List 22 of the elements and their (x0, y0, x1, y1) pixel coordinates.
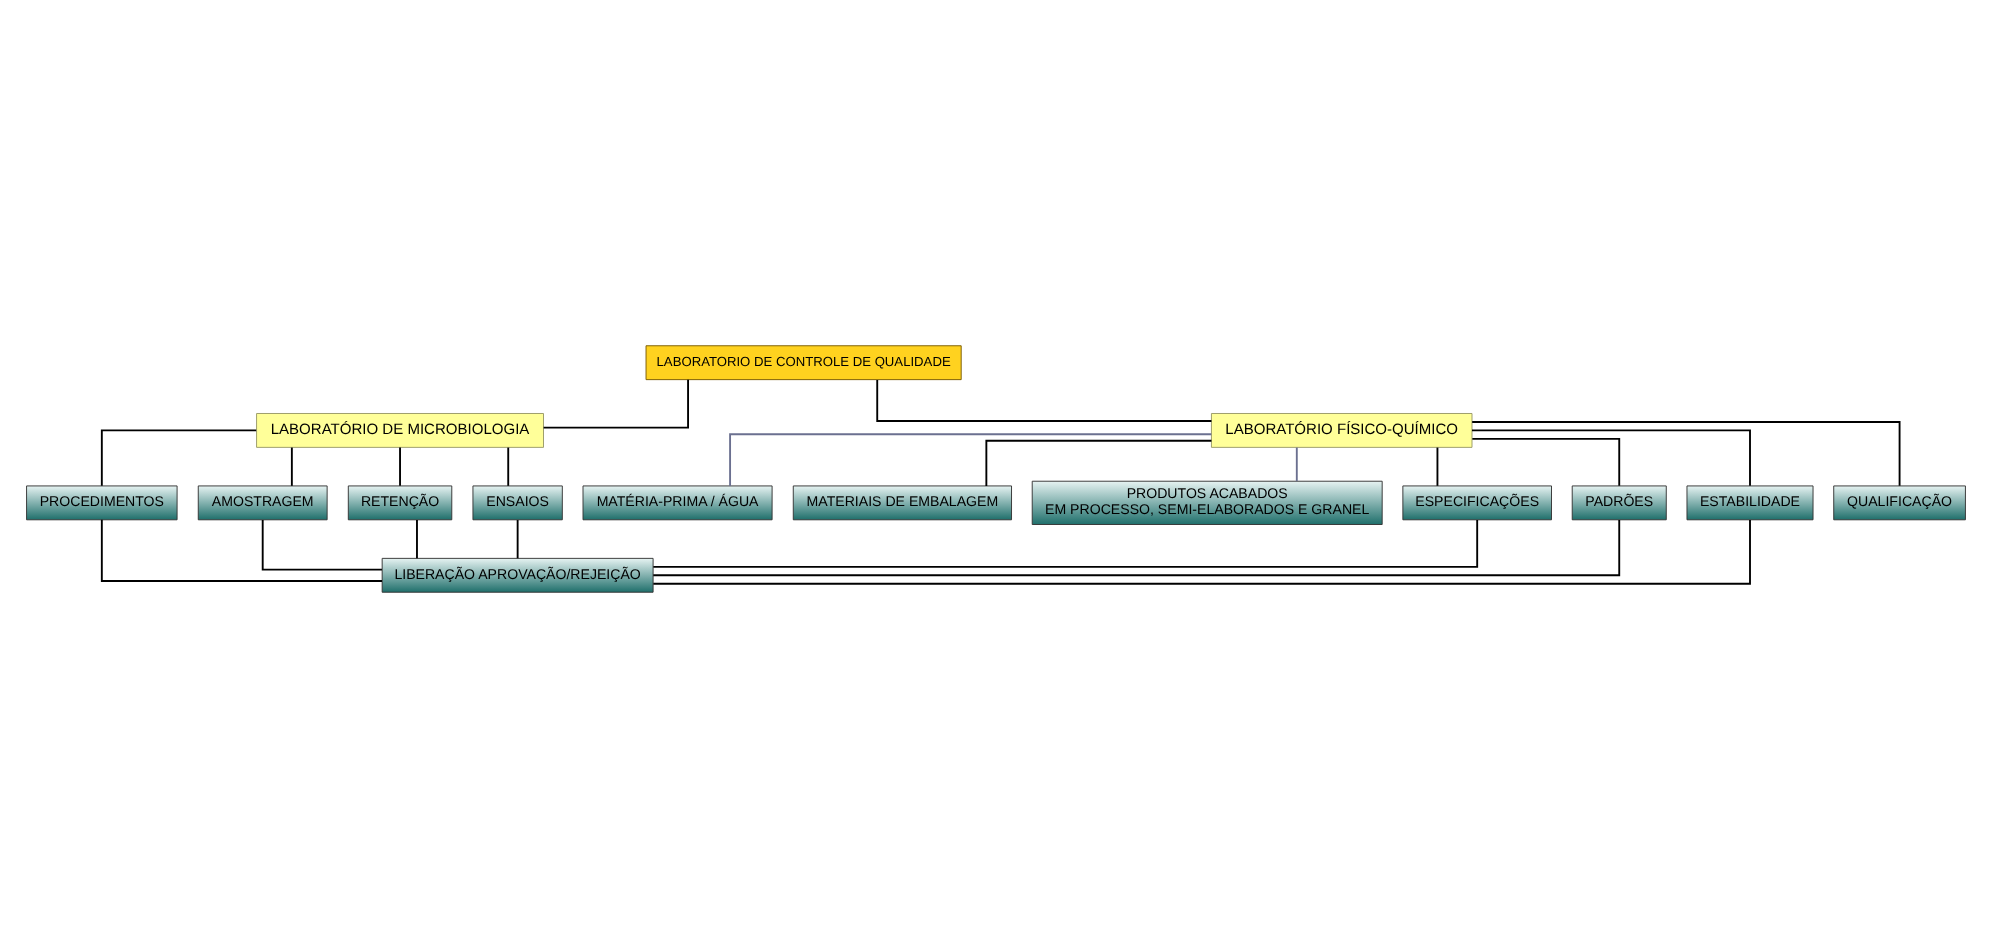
connector (261, 518, 383, 570)
connector (1471, 428, 1751, 486)
connector (729, 432, 1213, 486)
connector (100, 517, 383, 581)
connector (1471, 436, 1621, 486)
connector (1436, 445, 1439, 486)
node-box: LABORATÓRIO DE MICROBIOLOGIA (256, 412, 544, 447)
connector (100, 428, 258, 486)
connector (1295, 445, 1298, 482)
connector (876, 377, 1213, 421)
connector (985, 438, 1213, 486)
connector (290, 445, 293, 486)
connector (542, 377, 689, 428)
connector (652, 518, 1751, 584)
connector (416, 518, 418, 559)
connector (516, 518, 519, 559)
node-box: LABORATÓRIO FÍSICO-QUÍMICO (1210, 412, 1473, 447)
connector (507, 445, 510, 486)
connector (1471, 420, 1901, 486)
connector (652, 518, 1479, 567)
connector (399, 445, 401, 486)
connector (652, 518, 1621, 576)
